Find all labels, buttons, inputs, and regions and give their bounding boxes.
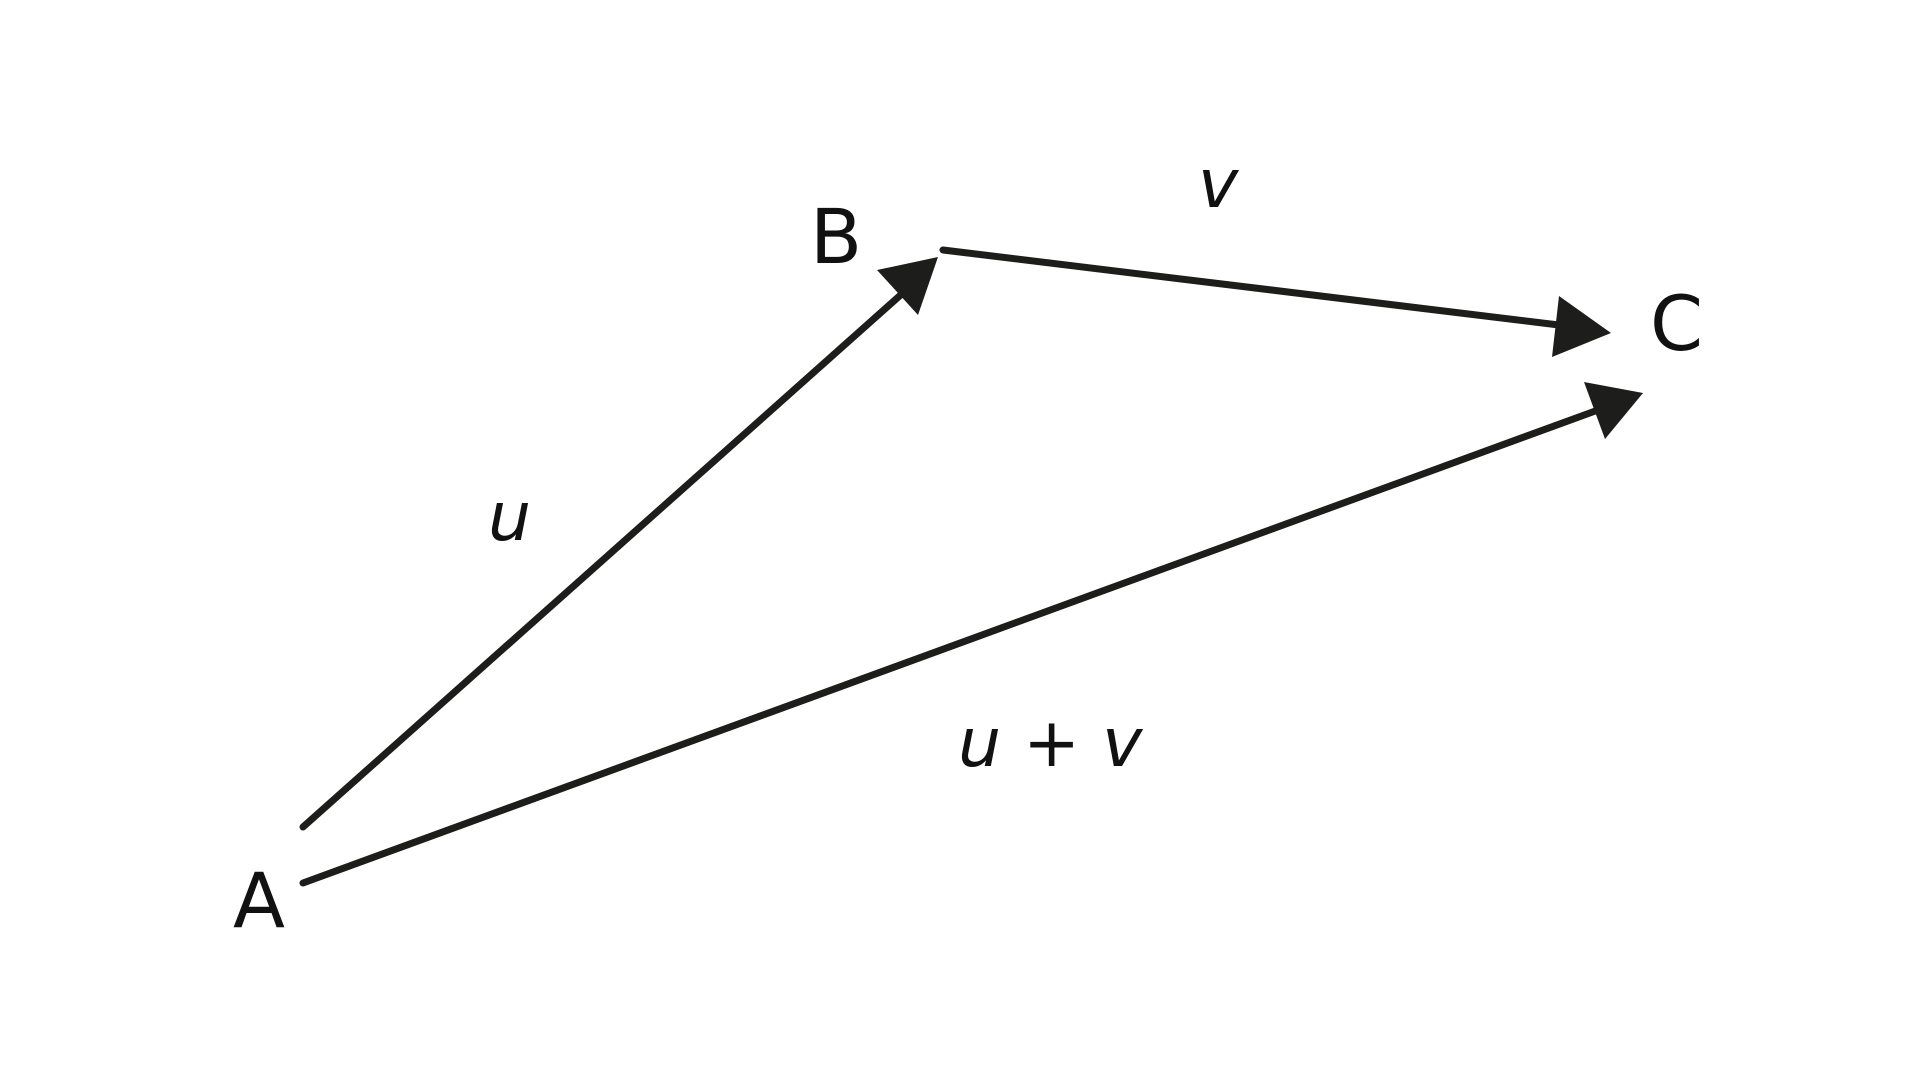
vector-u-plus-v-label: u + v — [958, 704, 1144, 783]
point-label-a: A — [233, 856, 285, 945]
vector-u-label: u — [488, 478, 531, 557]
vector-u-arrowhead — [877, 257, 938, 315]
point-label-c: C — [1650, 279, 1703, 368]
vector-v-shaft — [939, 246, 1571, 330]
sum-label-plus: + — [1023, 704, 1080, 783]
vector-v — [939, 246, 1611, 357]
vector-v-arrowhead — [1552, 296, 1611, 357]
vector-u-plus-v-shaft — [299, 406, 1602, 887]
sum-label-v: v — [1102, 704, 1144, 783]
vector-u-plus-v-arrowhead — [1584, 382, 1643, 439]
vector-u — [299, 257, 938, 831]
vector-v-label: v — [1198, 145, 1240, 224]
point-label-b: B — [810, 192, 862, 281]
vector-u-shaft — [299, 288, 908, 831]
vector-u-plus-v — [299, 382, 1643, 887]
sum-label-u: u — [958, 704, 1001, 783]
